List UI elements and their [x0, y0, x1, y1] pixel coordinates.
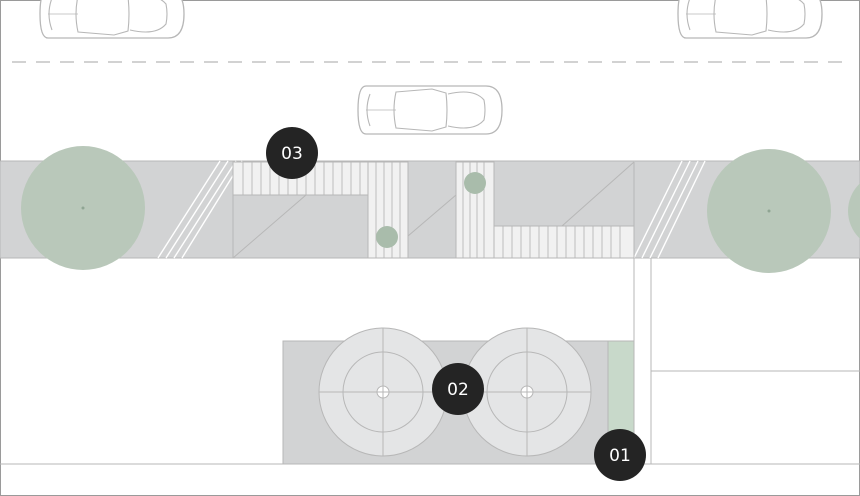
small-shrub-icon [464, 172, 486, 194]
small-shrub-icon [376, 226, 398, 248]
marker-02[interactable]: 02 [432, 363, 484, 415]
tree-canopy-icon [848, 183, 860, 239]
marker-03[interactable]: 03 [266, 127, 318, 179]
car-top-view-icon [39, 0, 185, 39]
tree-canopy-icon [21, 146, 145, 270]
marker-label: 01 [609, 446, 631, 466]
round-tank-icon [462, 327, 592, 457]
crosswalk-stripes-right [633, 160, 706, 259]
round-tank-icon [318, 327, 448, 457]
paving-stripes [242, 162, 621, 258]
crosswalk-stripes-left [157, 160, 243, 259]
marker-01[interactable]: 01 [594, 429, 646, 481]
car-top-view-icon [677, 0, 823, 39]
tree-canopy-icon [707, 149, 831, 273]
car-top-view-icon [357, 85, 503, 135]
marker-label: 03 [281, 144, 303, 164]
marker-label: 02 [447, 380, 469, 400]
